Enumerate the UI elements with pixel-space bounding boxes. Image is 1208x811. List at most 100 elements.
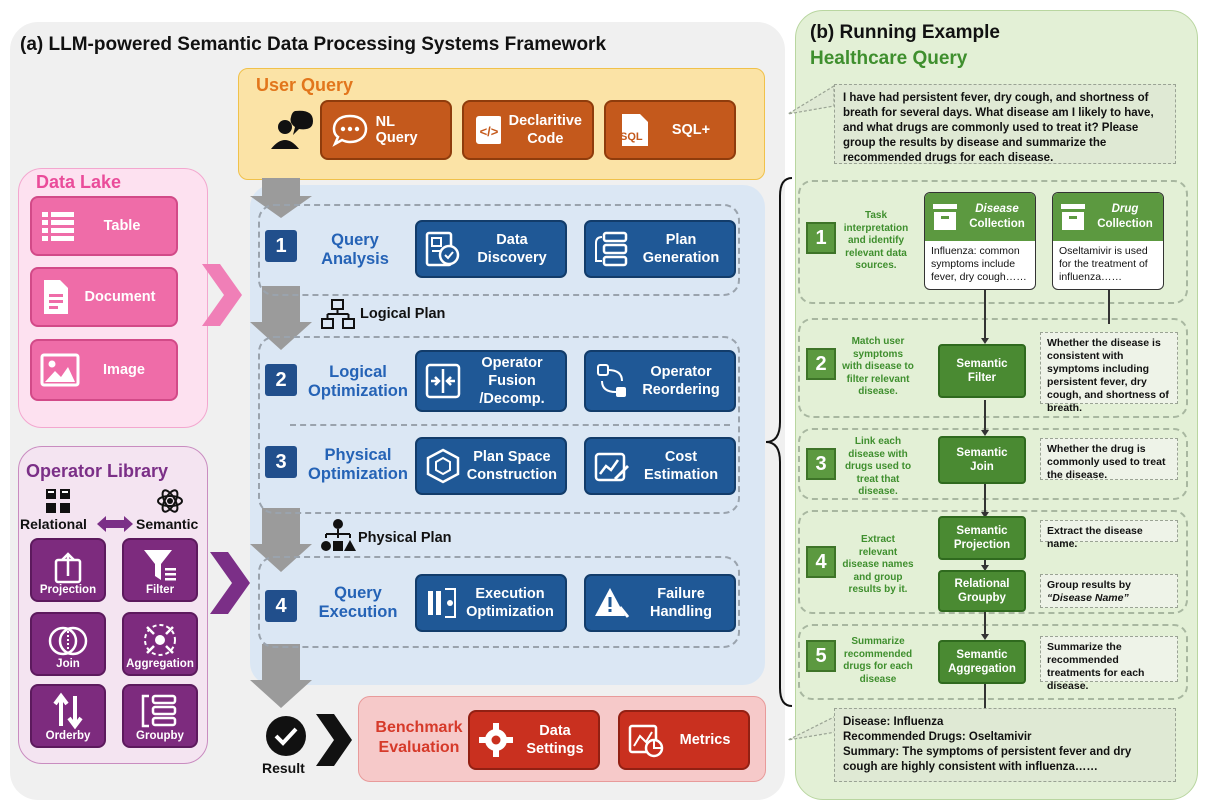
check-circle-icon [266,716,306,756]
database-icon [933,204,957,230]
nl-query-button[interactable]: NL Query [320,100,452,160]
step-1-box [798,180,1188,304]
declarative-code-button[interactable]: </> Declaritive Code [462,100,594,160]
user-query-text: I have had persistent fever, dry cough, … [834,84,1176,164]
stage-1-box [258,204,740,296]
execution-optimization-button[interactable]: Execution Optimization [415,574,567,632]
physical-plan-label: Physical Plan [358,530,452,546]
data-settings-button[interactable]: Data Settings [468,710,600,770]
orderby-label: Orderby [45,730,91,742]
optimization-divider [290,424,730,426]
operator-library-chevron-icon [210,552,250,614]
operator-fusion-button[interactable]: Operator Fusion /Decomp. [415,350,567,412]
step-2-number: 2 [806,348,836,380]
operator-reordering-button[interactable]: Operator Reordering [584,350,736,412]
sql-plus-button[interactable]: SQL SQL+ [604,100,736,160]
logical-plan-label: Logical Plan [360,306,446,322]
semantic-aggregation-node[interactable]: Semantic Aggregation [938,640,1026,684]
plan-space-button[interactable]: Plan Space Construction [415,437,567,495]
join-operator[interactable]: Join [30,612,106,676]
stage-4-box [258,556,740,648]
disease-collection-name: Disease [975,203,1019,215]
logical-plan-icon [321,299,355,329]
aggregation-operator[interactable]: Aggregation [122,612,198,676]
table-source-button[interactable]: Table [30,196,178,256]
optimization-box [258,336,740,514]
reorder-icon [597,364,626,397]
connector-line [984,400,986,432]
metrics-button[interactable]: Metrics [618,710,750,770]
plan-generation-icon [595,231,628,267]
table-source-label: Table [103,218,141,234]
plan-generation-button[interactable]: Plan Generation [584,220,736,278]
drug-collection-sample: Oseltamivir is used for the treatment of… [1059,245,1148,283]
relational-groupby-node[interactable]: Relational Groupby [938,570,1026,612]
cost-estimation-label: Cost Estimation [643,449,719,483]
stage-4-number: 4 [265,590,297,622]
filter-icon [144,550,176,581]
flow-arrow-down [250,286,312,350]
connector-line [984,684,986,708]
step-3-number: 3 [806,448,836,480]
semantic-projection-node[interactable]: Semantic Projection [938,516,1026,560]
stage-2-name: Logical Optimization [308,363,408,400]
cost-estimation-button[interactable]: Cost Estimation [584,437,736,495]
result-text-box: Disease: Influenza Recommended Drugs: Os… [834,708,1176,782]
connector-arrow [981,634,989,640]
operator-library-title: Operator Library [26,461,169,481]
atom-icon [157,489,183,513]
result-label: Result [262,760,305,776]
user-query-title: User Query [256,75,354,95]
operator-fusion-label: Operator Fusion /Decomp. [479,355,545,407]
connector-line [984,560,986,568]
flow-arrow-down [250,644,312,708]
disease-collection-suffix: Collection [969,218,1025,230]
declarative-code-label: Declaritive Code [508,113,582,147]
sql-icon-text: SQL [620,131,643,143]
aggregation-label: Aggregation [126,658,194,670]
chat-bubble-icon [332,114,368,147]
sort-arrows-icon [53,692,83,730]
data-lake-title: Data Lake [36,172,122,192]
framework-title: (a) LLM-powered Semantic Data Processing… [20,34,607,55]
sql-file-icon: SQL [620,114,648,146]
groupby-operator[interactable]: Groupby [122,684,198,748]
result-summary: Summary: The symptoms of persistent feve… [843,746,1132,773]
aggregation-note: Summarize the recommended treatments for… [1040,636,1178,692]
projection-operator[interactable]: Projection [30,538,106,602]
disease-collection-sample: Influenza: common symptoms include fever… [931,245,1027,283]
double-arrow-icon [97,516,133,532]
image-source-button[interactable]: Image [30,339,178,401]
document-source-button[interactable]: Document [30,267,178,327]
plan-generation-label: Plan Generation [642,232,720,266]
filter-operator[interactable]: Filter [122,538,198,602]
benchmark-title: Benchmark Evaluation [375,719,463,756]
orderby-operator[interactable]: Orderby [30,684,106,748]
semantic-filter-node[interactable]: Semantic Filter [938,344,1026,398]
data-discovery-button[interactable]: Data Discovery [415,220,567,278]
chevron-right-icon [316,714,352,766]
join-label: Join [56,658,80,670]
operator-reordering-label: Operator Reordering [642,364,720,398]
warning-wrench-icon [595,588,630,618]
connector-arrow [981,430,989,436]
failure-handling-button[interactable]: Failure Handling [584,574,736,632]
join-icon [48,626,88,656]
step-4-number: 4 [806,546,836,578]
filter-note: Whether the disease is consistent with s… [1040,332,1178,414]
step-3-box [798,428,1188,500]
step-5-number: 5 [806,640,836,672]
metrics-label: Metrics [679,732,731,748]
image-source-label: Image [103,362,145,378]
stage-3-number: 3 [265,446,297,478]
filter-label: Filter [145,584,175,596]
semantic-label: Semantic [136,516,199,532]
result-disease: Disease: Influenza [843,716,944,728]
physical-plan-icon [321,519,356,551]
join-note: Whether the drug is commonly used to tre… [1040,438,1178,481]
semantic-join-node[interactable]: Semantic Join [938,436,1026,484]
step-1-description: Task interpretation and identify relevan… [843,210,909,271]
connector-line [984,484,986,514]
